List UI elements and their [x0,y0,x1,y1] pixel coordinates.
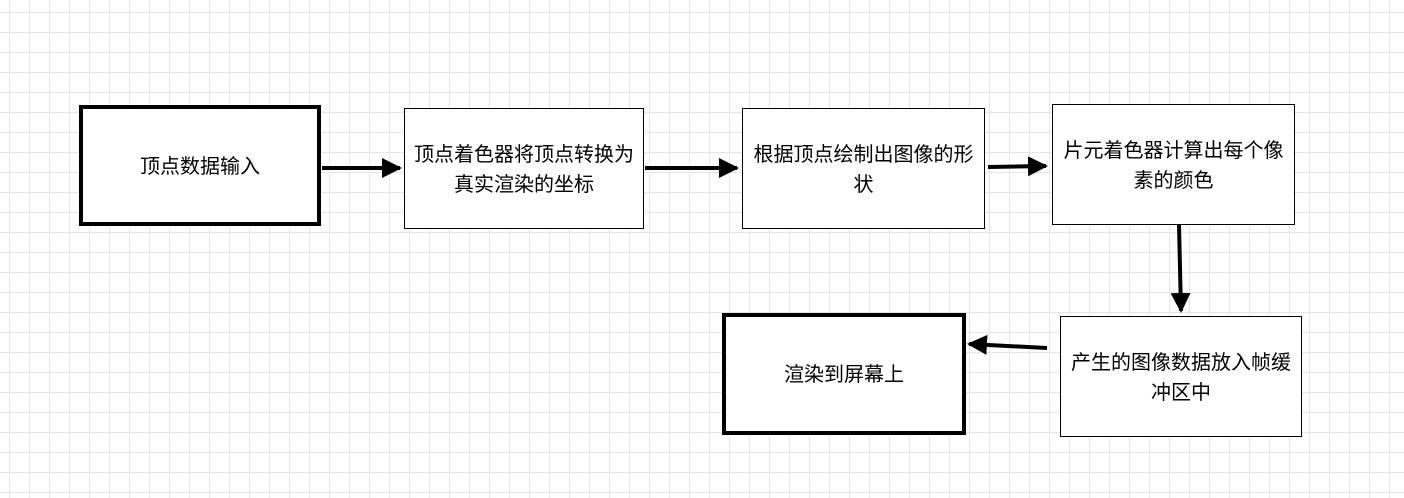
node-draw-shape[interactable]: 根据顶点绘制出图像的形状 [742,108,985,229]
node-vertex-input-label: 顶点数据输入 [140,153,260,178]
arrow-framebuffer-to-render-screen [967,334,1048,355]
node-vertex-shader-label: 顶点着色器将顶点转换为真实渲染的坐标 [414,141,634,196]
arrow-draw-shape-to-fragment-shader [987,156,1048,177]
node-framebuffer-label: 产生的图像数据放入帧缓冲区中 [1071,349,1291,404]
node-fragment-shader[interactable]: 片元着色器计算出每个像素的颜色 [1052,104,1295,225]
node-render-screen[interactable]: 渲染到屏幕上 [722,313,966,435]
arrow-fragment-shader-to-framebuffer [1170,224,1191,313]
node-framebuffer[interactable]: 产生的图像数据放入帧缓冲区中 [1060,316,1302,437]
node-draw-shape-label: 根据顶点绘制出图像的形状 [753,141,974,196]
node-vertex-shader[interactable]: 顶点着色器将顶点转换为真实渲染的坐标 [404,108,644,229]
node-fragment-shader-label: 片元着色器计算出每个像素的颜色 [1063,137,1284,192]
node-render-screen-label: 渲染到屏幕上 [784,362,904,386]
node-vertex-input[interactable]: 顶点数据输入 [79,105,321,226]
